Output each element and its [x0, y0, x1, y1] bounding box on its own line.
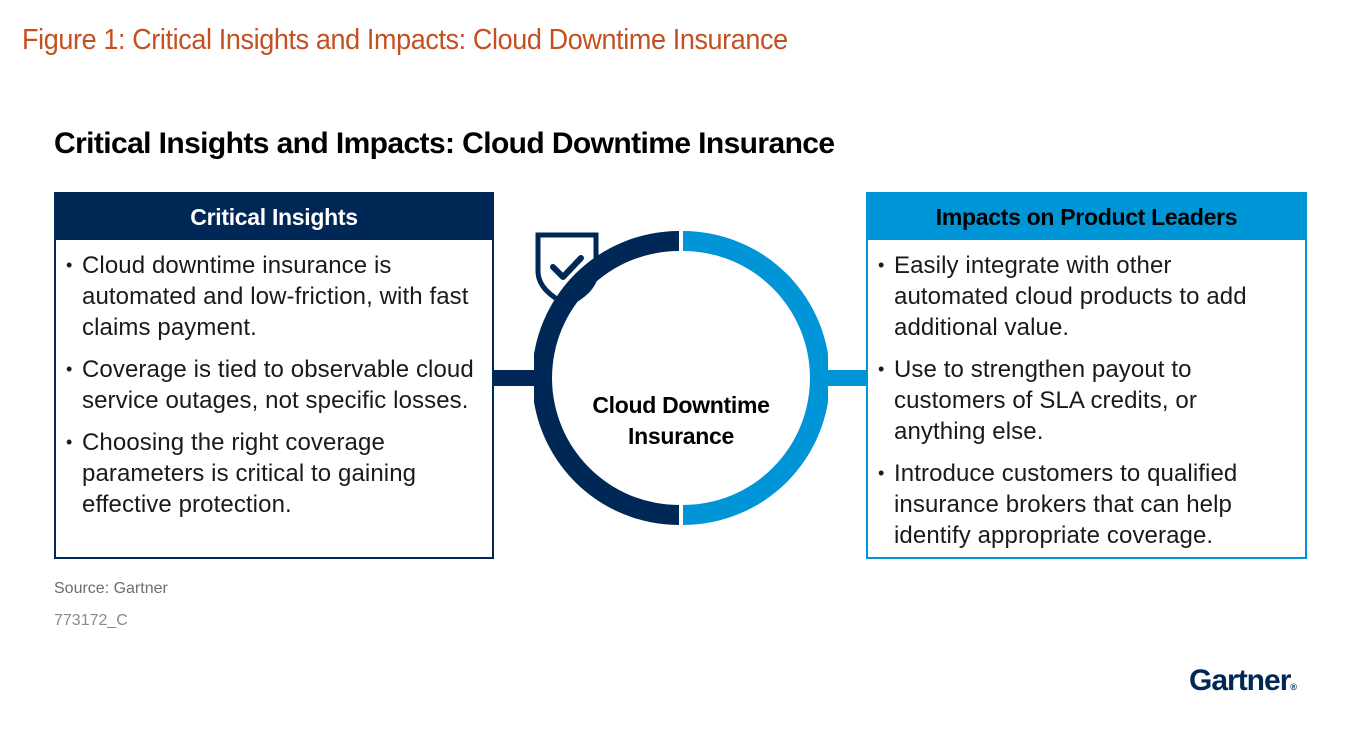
figure-title: Figure 1: Critical Insights and Impacts:…: [22, 24, 788, 56]
right-connector-bar: [816, 370, 866, 386]
bullet-text: Introduce customers to qualified insuran…: [894, 460, 1238, 549]
center-ring: Cloud Downtime Insurance: [534, 231, 828, 525]
bullet-text: Use to strengthen payout to customers of…: [894, 356, 1197, 445]
bullet-icon: •: [66, 255, 73, 275]
impacts-header: Impacts on Product Leaders: [868, 194, 1305, 240]
bullet-icon: •: [878, 463, 885, 483]
list-item: • Coverage is tied to observable cloud se…: [64, 354, 478, 416]
list-item: • Choosing the right coverage parameters …: [64, 427, 478, 520]
bullet-text: Choosing the right coverage parameters i…: [82, 429, 417, 518]
bullet-icon: •: [66, 359, 73, 379]
left-connector-bar: [494, 370, 546, 386]
bullet-text: Easily integrate with other automated cl…: [894, 252, 1247, 341]
critical-insights-list: • Cloud downtime insurance is automated a…: [56, 240, 492, 520]
logo-text: Gartner: [1189, 664, 1291, 697]
registered-mark-icon: ®: [1290, 682, 1298, 692]
center-label: Cloud Downtime Insurance: [534, 390, 828, 452]
list-item: • Use to strengthen payout to customers o…: [876, 354, 1291, 447]
list-item: • Cloud downtime insurance is automated a…: [64, 250, 478, 343]
gartner-logo: Gartner®: [1189, 664, 1297, 698]
diagram-title: Critical Insights and Impacts: Cloud Dow…: [54, 127, 835, 160]
impacts-list: • Easily integrate with other automated c…: [868, 240, 1305, 551]
bullet-icon: •: [878, 255, 885, 275]
impacts-panel: Impacts on Product Leaders • Easily integ…: [866, 192, 1307, 559]
center-label-line1: Cloud Downtime: [592, 392, 770, 418]
bullet-text: Cloud downtime insurance is automated an…: [82, 252, 469, 341]
critical-insights-panel: Critical Insights • Cloud downtime insura…: [54, 192, 494, 559]
center-label-line2: Insurance: [628, 423, 734, 449]
list-item: • Introduce customers to qualified insura…: [876, 458, 1291, 551]
shield-check-icon: [535, 232, 599, 308]
bullet-text: Coverage is tied to observable cloud ser…: [82, 356, 474, 414]
list-item: • Easily integrate with other automated c…: [876, 250, 1291, 343]
source-note: Source: Gartner: [54, 580, 168, 597]
document-id: 773172_C: [54, 612, 128, 629]
bullet-icon: •: [66, 432, 73, 452]
critical-insights-header: Critical Insights: [56, 194, 492, 240]
bullet-icon: •: [878, 359, 885, 379]
